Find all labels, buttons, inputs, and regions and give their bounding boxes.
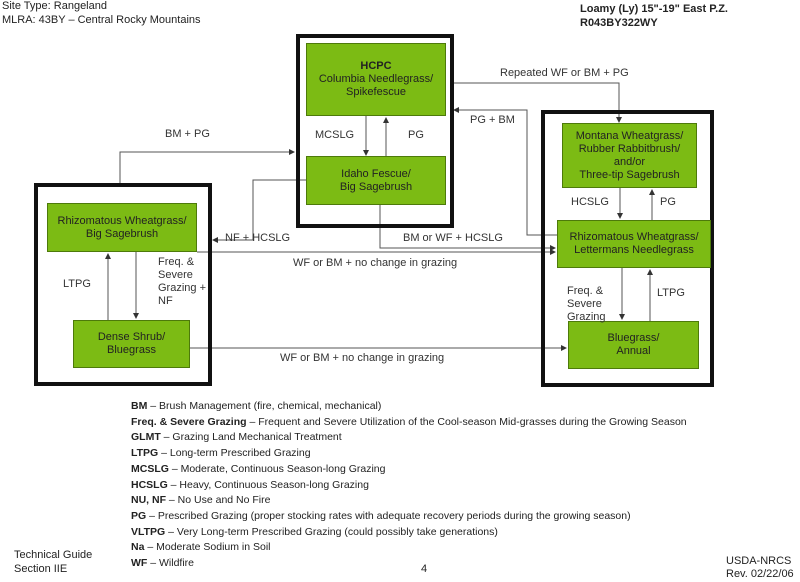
community-line: Rhizomatous Wheatgrass/ (57, 214, 187, 227)
legend-abbr: GLMT (131, 431, 161, 444)
legend-desc: – Grazing Land Mechanical Treatment (160, 431, 342, 444)
idaho-fescue-community: Idaho Fescue/ Big Sagebrush (306, 156, 446, 205)
legend-item: PG – Prescribed Grazing (proper stocking… (131, 509, 687, 525)
label-bm-wf-hcslg: BM or WF + HCSLG (403, 232, 503, 244)
label-line: Severe (158, 269, 193, 281)
legend-abbr: LTPG (131, 447, 159, 460)
legend-item: VLTPG – Very Long-term Prescribed Grazin… (131, 525, 687, 541)
legend-item: MCSLG – Moderate, Continuous Season-long… (131, 462, 687, 478)
legend-desc: – Moderate, Continuous Season-long Grazi… (168, 462, 386, 475)
reference-state-boundary (296, 34, 454, 228)
hcpc-community: HCPC Columbia Needlegrass/ Spikefescue (306, 43, 446, 116)
legend-item: Na – Moderate Sodium in Soil (131, 540, 687, 556)
legend-desc: – Wildfire (147, 557, 195, 570)
label-line: Freq. & (158, 256, 195, 268)
label-wf-bm-nochange: WF or BM + no change in grazing (293, 257, 458, 269)
legend-abbr: BM (131, 400, 148, 412)
legend: BM – Brush Management (fire, chemical, m… (131, 399, 687, 572)
legend-abbr: HCSLG (131, 478, 168, 491)
legend-item: HCSLG – Heavy, Continuous Season-long Gr… (131, 478, 687, 494)
label-ltpg-right: LTPG (657, 287, 685, 299)
dense-shrub-community: Dense Shrub/ Bluegrass (73, 320, 190, 368)
community-line: Big Sagebrush (85, 227, 159, 240)
label-line: Grazing (567, 311, 606, 323)
community-line: Bluegrass (107, 344, 156, 356)
legend-desc: – Moderate Sodium in Soil (144, 541, 271, 554)
legend-desc: – Prescribed Grazing (proper stocking ra… (146, 509, 631, 522)
footer-revision: Rev. 02/22/06 (726, 568, 794, 580)
label-pg-bm: PG + BM (470, 114, 515, 126)
arrow-bm-pg (119, 149, 295, 183)
hcpc-title: HCPC (360, 60, 392, 72)
footer-section: Section IIE (14, 563, 68, 575)
legend-desc: – Heavy, Continuous Season-long Grazing (167, 478, 369, 491)
community-line: Big Sagebrush (339, 180, 413, 193)
label-bm-pg: BM + PG (165, 128, 210, 140)
community-line: Montana Wheatgrass/ (575, 129, 684, 142)
rhizomatous-lettermans-community: Rhizomatous Wheatgrass/ Lettermans Needl… (557, 220, 711, 268)
legend-item: Freq. & Severe Grazing – Frequent and Se… (131, 415, 687, 431)
community-line: Dense Shrub/ (97, 331, 166, 343)
rhizomatous-big-sagebrush-community: Rhizomatous Wheatgrass/ Big Sagebrush (47, 203, 197, 252)
community-line: Bluegrass/ (607, 332, 660, 344)
legend-item: WF – Wildfire (131, 556, 687, 572)
label-hcslg: HCSLG (571, 196, 609, 208)
legend-abbr: Na (131, 541, 145, 554)
site-type: Site Type: Rangeland (2, 0, 107, 12)
shrub-state-boundary (34, 183, 212, 386)
community-line: Rhizomatous Wheatgrass/ (569, 231, 699, 243)
label-nf-hcslg: NF + HCSLG (225, 232, 291, 244)
degraded-state-boundary (541, 110, 714, 387)
community-line: Lettermans Needlegrass (574, 244, 694, 256)
ecosite-name: Loamy (Ly) 15"-19" East P.Z. (580, 3, 728, 15)
legend-abbr: WF (131, 557, 148, 570)
legend-abbr: NU, NF (131, 494, 166, 507)
bluegrass-annual-community: Bluegrass/ Annual (568, 321, 699, 369)
legend-desc: – No Use and No Fire (166, 494, 271, 507)
community-line: and/or (613, 155, 646, 168)
legend-item: GLMT – Grazing Land Mechanical Treatment (131, 430, 687, 446)
community-line: Three-tip Sagebrush (579, 168, 680, 181)
legend-desc: – Brush Management (fire, chemical, mech… (147, 400, 382, 412)
label-line: Severe (567, 298, 602, 310)
legend-desc: – Very Long-term Prescribed Grazing (cou… (165, 525, 498, 538)
ecosite-id: R043BY322WY (580, 17, 658, 29)
arrow-nf-hcslg (212, 179, 306, 243)
label-ltpg-left: LTPG (63, 278, 91, 290)
community-line: Rubber Rabbitbrush/ (578, 142, 681, 155)
legend-desc: – Frequent and Severe Utilization of the… (246, 415, 687, 428)
label-mcslg: MCSLG (315, 129, 355, 141)
label-line: Freq. & (567, 285, 604, 297)
legend-abbr: MCSLG (131, 462, 169, 475)
label-repeated: Repeated WF or BM + PG (500, 67, 629, 79)
community-line: Annual (616, 345, 651, 357)
legend-abbr: Freq. & Severe Grazing (131, 415, 247, 428)
community-line: Columbia Needlegrass/ (318, 73, 434, 85)
legend-item: BM – Brush Management (fire, chemical, m… (131, 399, 687, 415)
legend-abbr: PG (131, 509, 147, 522)
montana-wheatgrass-community: Montana Wheatgrass/ Rubber Rabbitbrush/ … (562, 123, 697, 188)
label-pg-right: PG (660, 196, 676, 208)
footer-guide: Technical Guide (14, 549, 93, 561)
legend-desc: – Long-term Prescribed Grazing (158, 447, 311, 460)
mlra: MLRA: 43BY – Central Rocky Mountains (2, 14, 201, 26)
community-line: Idaho Fescue/ (341, 167, 411, 180)
label-line: Grazing + (158, 282, 206, 294)
label-line: NF (158, 295, 173, 307)
page-number: 4 (421, 563, 428, 575)
footer-agency: USDA-NRCS (726, 555, 792, 567)
label-wf-bm-nochange-bottom: WF or BM + no change in grazing (280, 352, 445, 364)
arrow-repeated (452, 82, 622, 123)
legend-abbr: VLTPG (131, 525, 166, 538)
label-freq-severe: Freq. & Severe Grazing (567, 285, 606, 324)
label-pg: PG (408, 129, 424, 141)
arrow-bm-wf-hcslg (379, 205, 556, 251)
community-line: Spikefescue (346, 86, 406, 98)
legend-item: LTPG – Long-term Prescribed Grazing (131, 446, 687, 462)
legend-item: NU, NF – No Use and No Fire (131, 493, 687, 509)
label-freq-severe-nf: Freq. & Severe Grazing + NF (158, 256, 206, 308)
